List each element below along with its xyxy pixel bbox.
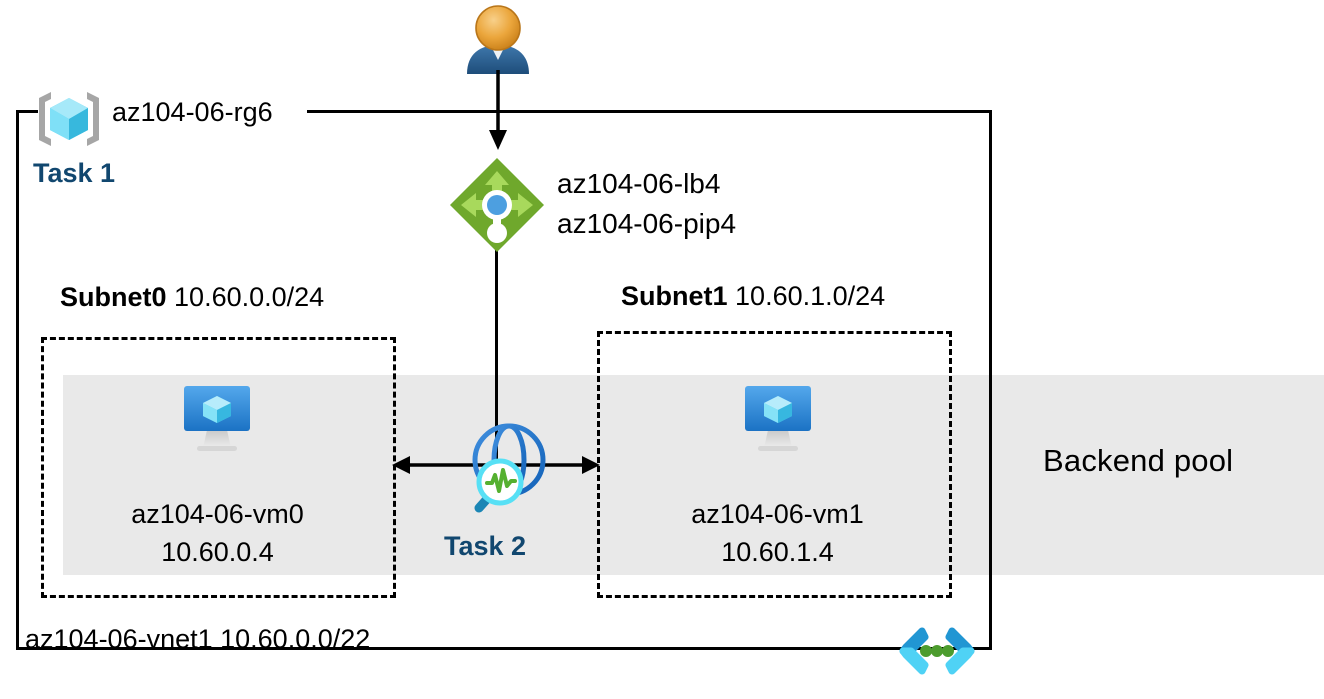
lb-to-vnet-connector: [495, 248, 498, 468]
vm0-name: az104-06-vm0: [131, 499, 304, 529]
resource-group-top-border-right: [307, 110, 992, 113]
virtual-machine-icon: [740, 382, 816, 454]
resource-group-boundary: [16, 110, 992, 650]
user-to-lb-arrow: [482, 70, 514, 152]
subnet0-name: Subnet0: [60, 282, 167, 312]
public-ip-name: az104-06-pip4: [557, 208, 737, 239]
backend-pool-label: Backend pool: [1043, 443, 1234, 478]
vm1-name: az104-06-vm1: [691, 499, 864, 529]
user-icon: [461, 2, 535, 76]
vm1-label: az104-06-vm1 10.60.1.4: [625, 495, 930, 571]
resource-group-top-border-left: [16, 110, 38, 113]
subnet0-title: Subnet0 10.60.0.0/24: [60, 282, 324, 313]
virtual-machine-icon: [179, 382, 255, 454]
network-watcher-globe-icon: [457, 420, 553, 516]
task-1-label: Task 1: [33, 158, 116, 188]
vm0-label: az104-06-vm0 10.60.0.4: [65, 495, 370, 571]
vm0-ip: 10.60.0.4: [161, 537, 274, 567]
virtual-network-icon: [898, 627, 976, 675]
vnet-label: az104-06-vnet1 10.60.0.0/22: [25, 624, 371, 654]
subnet1-title: Subnet1 10.60.1.0/24: [621, 281, 885, 312]
load-balancer-name: az104-06-lb4: [557, 168, 721, 199]
subnet0-cidr: 10.60.0.0/24: [174, 282, 325, 312]
subnet0-boundary: [41, 337, 396, 598]
resource-group-label: az104-06-rg6: [112, 97, 273, 127]
vm1-ip: 10.60.1.4: [721, 537, 834, 567]
subnet1-name: Subnet1: [621, 281, 728, 311]
load-balancer-icon: [447, 155, 547, 255]
backend-pool-band: [63, 375, 1324, 575]
resource-group-icon: [33, 88, 105, 150]
subnet1-cidr: 10.60.1.0/24: [735, 281, 886, 311]
load-balancer-labels: az104-06-lb4 az104-06-pip4: [557, 164, 736, 244]
task-2-label: Task 2: [444, 531, 527, 561]
